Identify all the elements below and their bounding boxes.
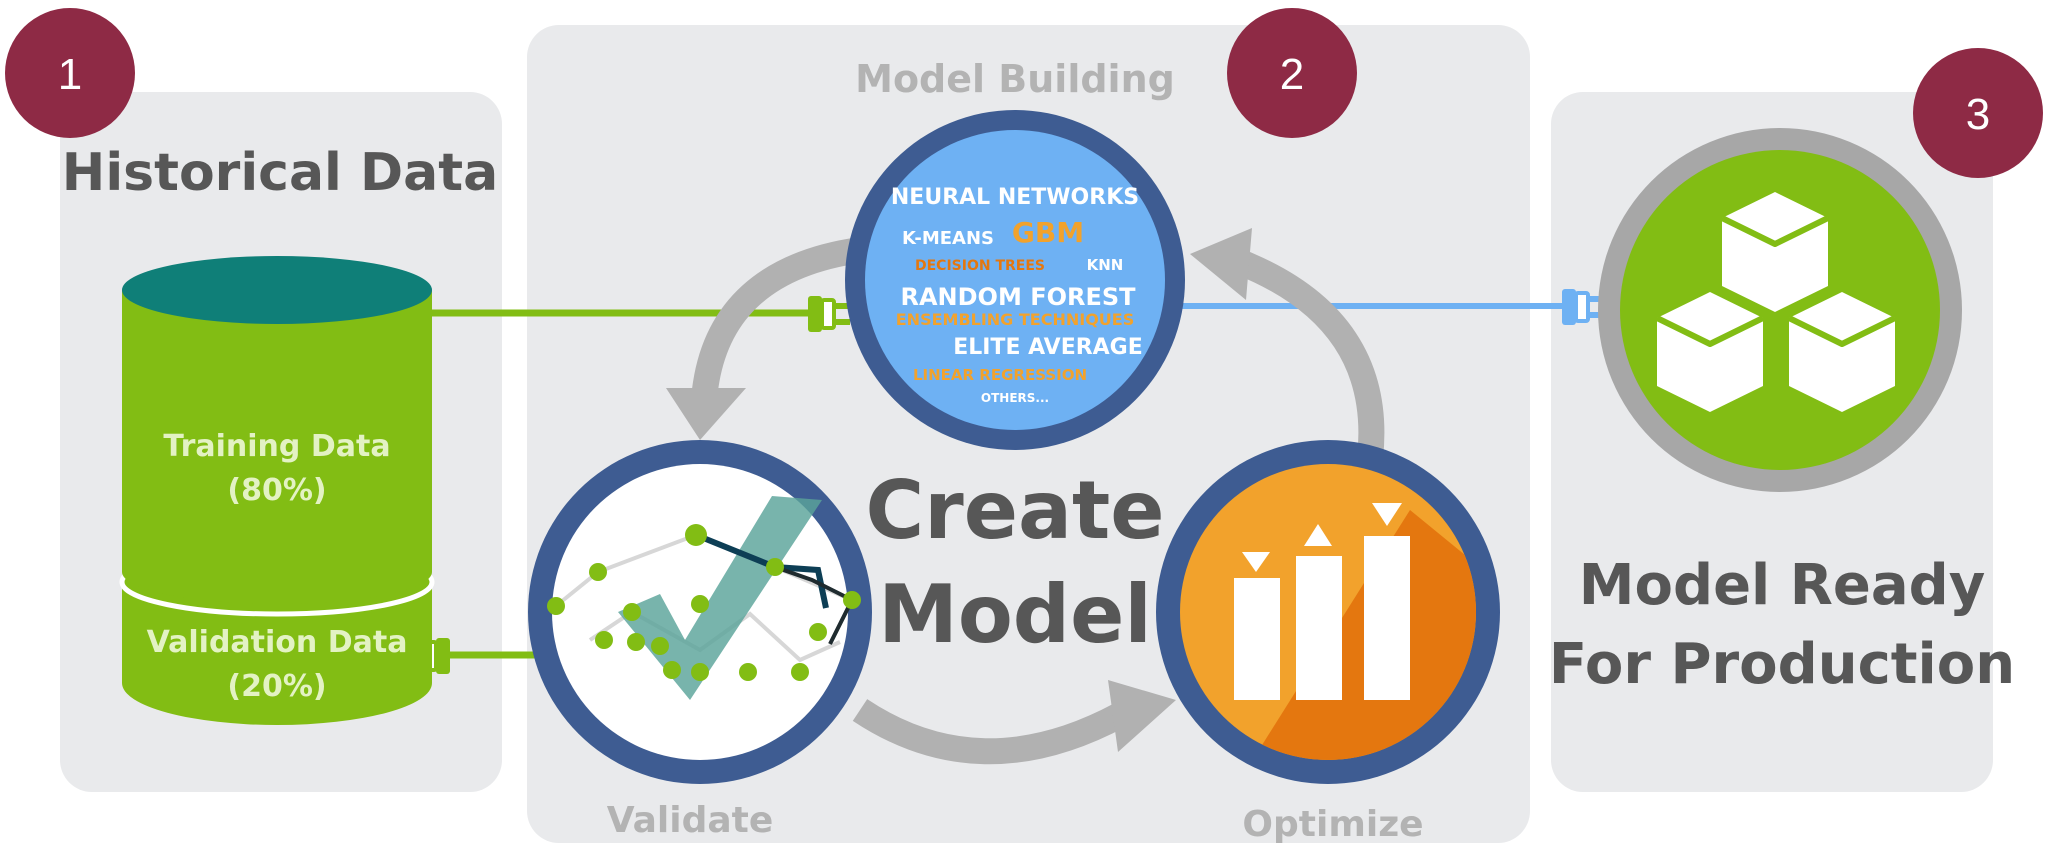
step-badge-3: 3 <box>1913 48 2043 178</box>
algo-gbm: GBM <box>1012 216 1084 249</box>
plug-icon <box>808 296 850 332</box>
algo-k-means: K-MEANS <box>902 228 994 249</box>
cycle-arrows <box>666 228 1385 765</box>
step-badge-1: 1 <box>5 8 135 138</box>
algo-elite-average: ELITE AVERAGE <box>953 335 1143 360</box>
algo-linear-regression: LINEAR REGRESSION <box>913 366 1087 384</box>
create-model-line2: Model <box>878 568 1152 661</box>
cycle-arrow-icon <box>852 699 1127 765</box>
algo-random-forest: RANDOM FOREST <box>900 283 1136 311</box>
plug-icon <box>1562 289 1604 325</box>
algorithms-circle <box>845 110 1185 450</box>
database-icon <box>119 256 435 725</box>
historical-data-title: Historical Data <box>62 143 498 203</box>
cubes-icon <box>1655 192 1897 412</box>
production-title-line2: For Production <box>1549 632 2015 697</box>
validate-label: Validate <box>607 800 774 841</box>
algo-decision-trees: DECISION TREES <box>915 258 1045 274</box>
model-building-title: Model Building <box>855 57 1175 101</box>
optimize-label: Optimize <box>1242 804 1423 843</box>
cycle-arrow-icon <box>1108 680 1176 752</box>
production-title-line1: Model Ready <box>1579 553 1985 618</box>
svg-text:2: 2 <box>1280 50 1304 99</box>
algo-neural-networks: NEURAL NETWORKS <box>891 185 1139 210</box>
validation-data-percent: (20%) <box>227 669 326 704</box>
training-data-percent: (80%) <box>227 473 326 508</box>
create-model-line1: Create <box>866 464 1165 557</box>
validation-data-label: Validation Data <box>147 625 408 660</box>
bar-chart-icon <box>1234 503 1410 700</box>
training-data-label: Training Data <box>163 429 390 464</box>
step-badge-2: 2 <box>1227 8 1357 138</box>
algo-ensembling-techniques: ENSEMBLING TECHNIQUES <box>896 310 1135 329</box>
cycle-arrow-icon <box>1235 249 1385 460</box>
cycle-arrow-icon <box>1190 228 1252 300</box>
checkmark-chart-icon <box>547 496 861 700</box>
algo-others: OTHERS... <box>981 391 1049 405</box>
production-connector <box>1180 289 1604 325</box>
cycle-arrow-icon <box>666 388 746 440</box>
algo-knn: KNN <box>1087 256 1124 274</box>
production-circle <box>1598 128 1962 492</box>
svg-text:3: 3 <box>1966 90 1990 139</box>
svg-text:1: 1 <box>58 50 82 99</box>
cycle-arrow-icon <box>692 237 862 392</box>
